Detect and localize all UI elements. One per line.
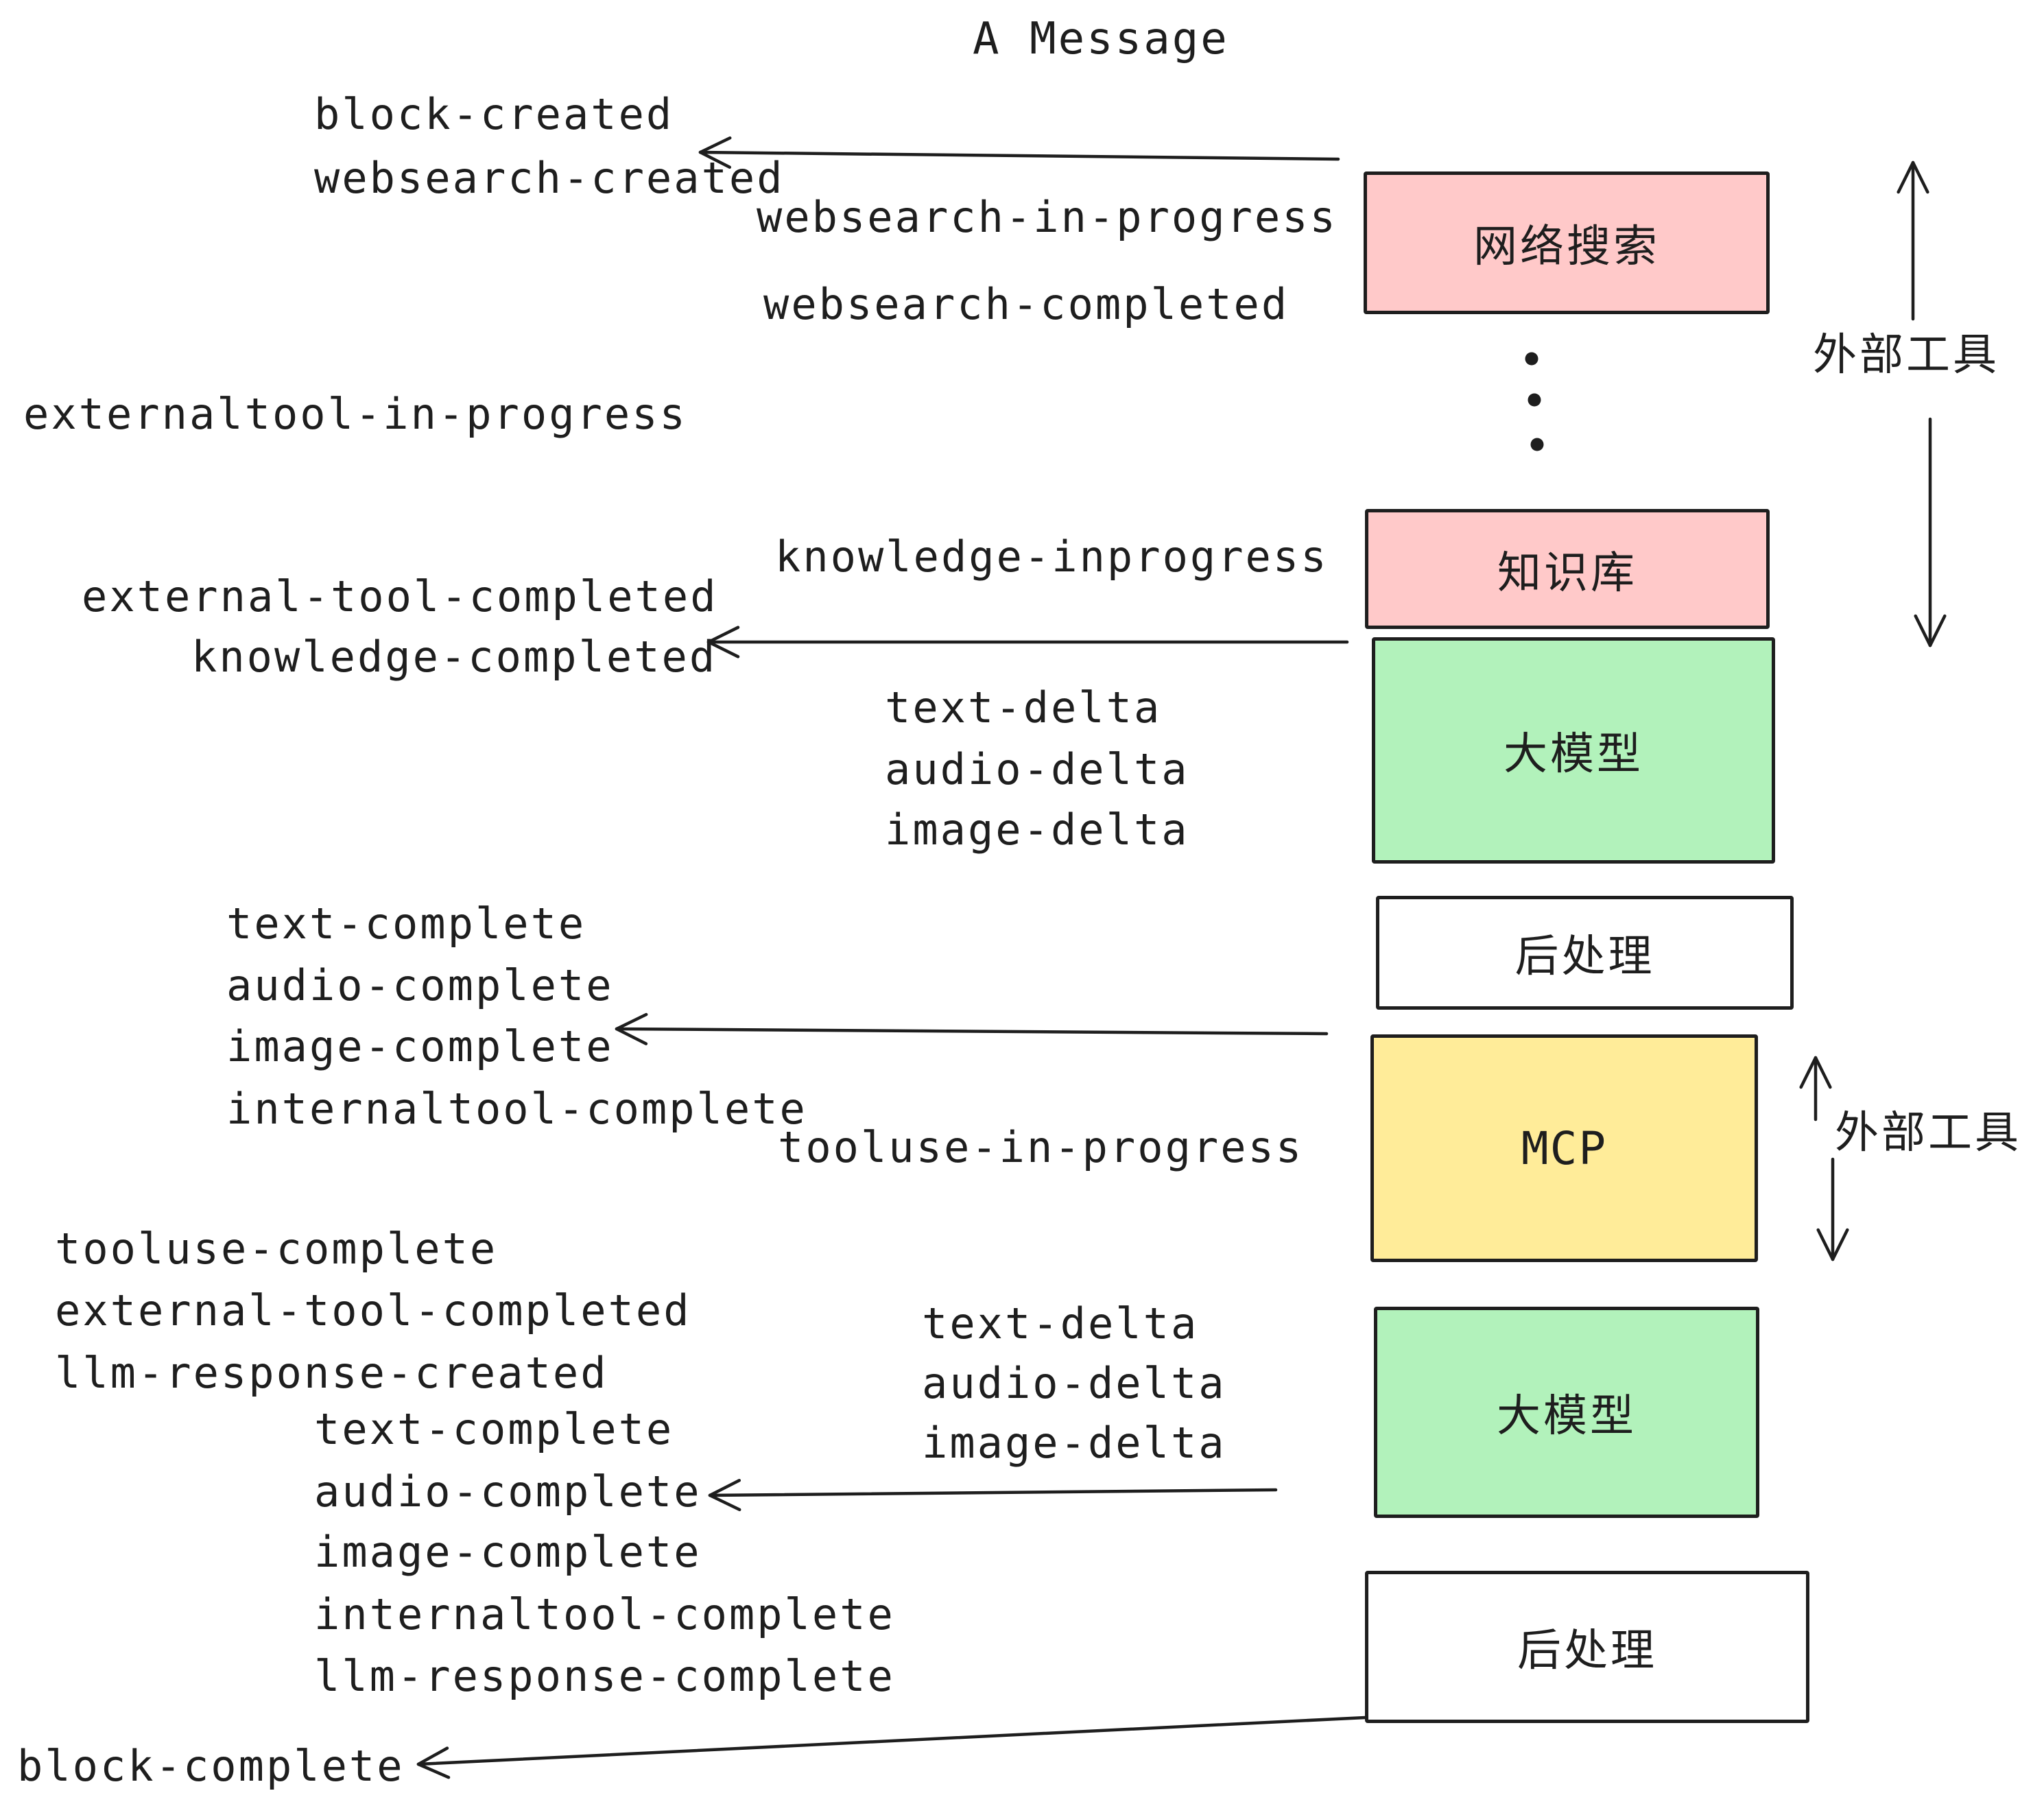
side-label-external-tools-top: 外部工具 <box>1813 330 1999 381</box>
event-label-knowledge-completed: knowledge-completed <box>191 632 717 682</box>
arrow-external-down-top <box>1914 417 1947 648</box>
event-label-internaltool-complete-1: internaltool-complete <box>226 1084 807 1134</box>
arrow-to-image-complete <box>615 1012 1329 1045</box>
ellipsis-dot <box>1525 352 1538 366</box>
event-label-audio-delta-2: audio-delta <box>922 1358 1226 1408</box>
event-label-text-complete-1: text-complete <box>226 899 586 949</box>
event-label-text-delta-1: text-delta <box>885 683 1162 733</box>
arrow-external-up-bottom <box>1799 1056 1832 1121</box>
event-label-text-complete-2: text-complete <box>314 1404 674 1454</box>
ellipsis-dot <box>1528 393 1541 407</box>
event-label-external-tool-completed-2: external-tool-completed <box>55 1285 691 1336</box>
node-box-llm-2: 大模型 <box>1374 1307 1759 1518</box>
event-label-websearch-in-progress: websearch-in-progress <box>757 192 1338 242</box>
node-label-knowledge: 知识库 <box>1497 547 1637 599</box>
node-label-postprocess-2: 后处理 <box>1517 1626 1657 1676</box>
event-label-audio-delta-1: audio-delta <box>885 744 1189 794</box>
arrow-to-knowledge-completed <box>706 626 1349 658</box>
event-label-audio-complete-1: audio-complete <box>226 960 614 1010</box>
node-label-mcp: MCP <box>1521 1121 1608 1175</box>
arrow-to-audio-complete <box>708 1479 1278 1512</box>
event-label-externaltool-in-progress: externaltool-in-progress <box>23 389 687 439</box>
event-label-websearch-completed: websearch-completed <box>763 279 1290 329</box>
event-label-knowledge-inprogress: knowledge-inprogress <box>775 532 1329 582</box>
arrow-to-block-complete <box>416 1716 1367 1779</box>
arrow-external-up-top <box>1897 161 1929 321</box>
node-label-llm-2: 大模型 <box>1497 1391 1637 1442</box>
node-box-llm-1: 大模型 <box>1372 637 1775 864</box>
arrow-external-down-bottom <box>1816 1157 1849 1261</box>
node-label-postprocess-1: 后处理 <box>1514 931 1655 982</box>
event-label-text-delta-2: text-delta <box>922 1298 1199 1349</box>
node-box-postprocess-2: 后处理 <box>1365 1571 1809 1723</box>
event-label-llm-response-complete: llm-response-complete <box>314 1651 895 1701</box>
node-label-llm-1: 大模型 <box>1504 729 1643 780</box>
event-label-tooluse-in-progress: tooluse-in-progress <box>778 1122 1304 1172</box>
side-label-external-tools-bottom: 外部工具 <box>1835 1108 2021 1159</box>
event-label-tooluse-complete: tooluse-complete <box>55 1224 498 1274</box>
node-box-websearch: 网络搜索 <box>1364 171 1770 314</box>
node-label-websearch: 网络搜索 <box>1473 222 1660 272</box>
event-label-block-created: block-created <box>314 89 674 139</box>
page-title: A Message <box>973 14 1229 64</box>
event-label-image-complete-2: image-complete <box>314 1527 702 1577</box>
event-label-block-complete: block-complete <box>17 1741 405 1791</box>
node-box-knowledge: 知识库 <box>1365 509 1770 629</box>
node-box-postprocess-1: 后处理 <box>1376 896 1794 1010</box>
event-label-external-tool-completed-1: external-tool-completed <box>82 571 718 621</box>
event-label-llm-response-created: llm-response-created <box>55 1348 608 1398</box>
node-box-mcp: MCP <box>1370 1034 1758 1262</box>
event-label-audio-complete-2: audio-complete <box>314 1467 702 1517</box>
ellipsis-dot <box>1530 438 1544 451</box>
event-label-image-delta-1: image-delta <box>885 805 1189 855</box>
event-label-internaltool-complete-2: internaltool-complete <box>314 1589 895 1639</box>
event-label-image-delta-2: image-delta <box>922 1418 1226 1468</box>
event-label-image-complete-1: image-complete <box>226 1021 614 1071</box>
arrow-to-block-created <box>698 136 1340 169</box>
event-label-websearch-created: websearch-created <box>314 153 785 203</box>
